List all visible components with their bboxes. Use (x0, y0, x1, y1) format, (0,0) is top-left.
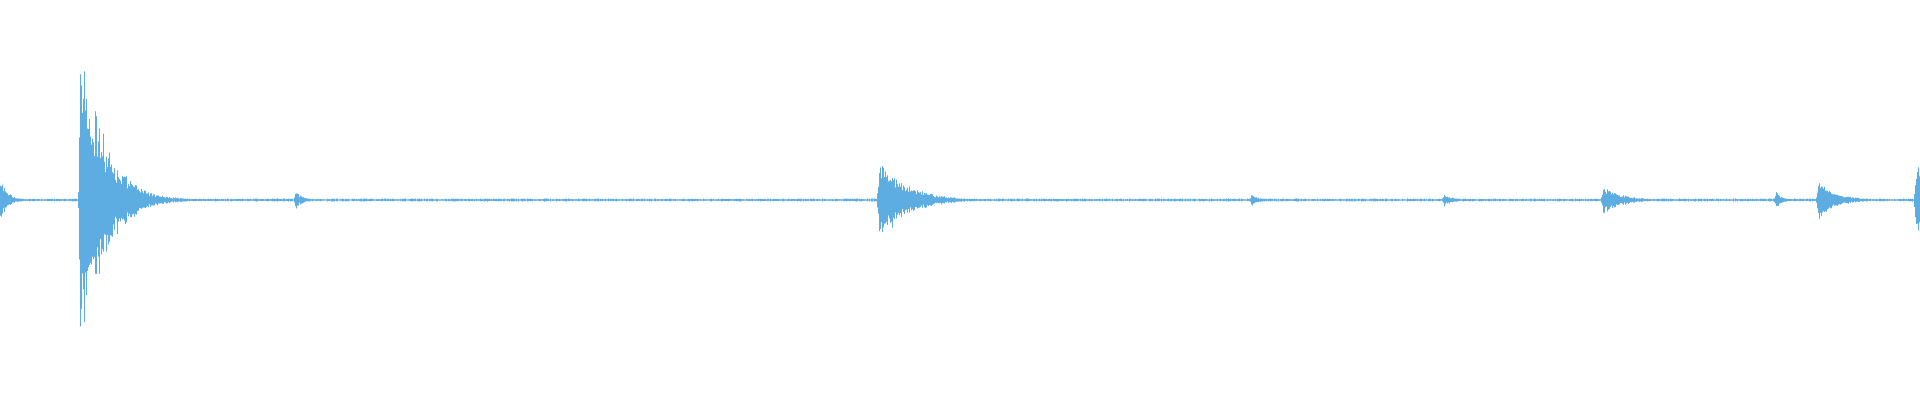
waveform-samples (0, 71, 1920, 327)
